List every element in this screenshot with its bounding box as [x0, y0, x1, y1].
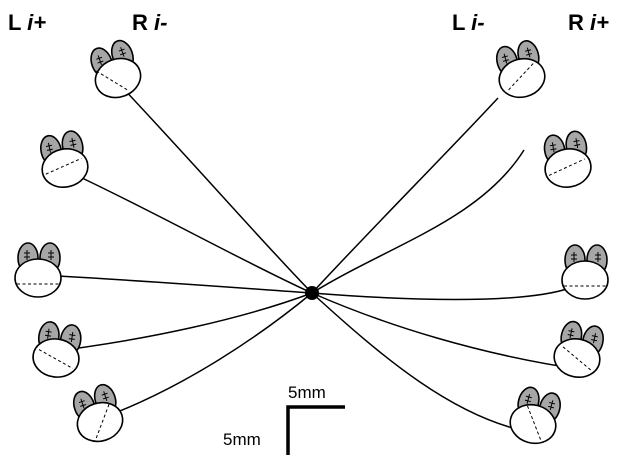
trajectory-trace [81, 177, 313, 294]
scale-bar-vertical-label: 5mm [223, 430, 261, 449]
animal-head-icon [561, 244, 609, 300]
trajectory-trace [39, 274, 313, 294]
trajectory-trace [311, 292, 536, 434]
start-point [305, 286, 319, 300]
animal-head-icon [543, 130, 592, 188]
animal-head-icon [14, 242, 62, 298]
animal-head-icon [39, 130, 89, 188]
scale-bar-lines [286, 405, 345, 455]
scale-bar-horizontal-label: 5mm [288, 383, 326, 402]
label-left-group-second: R i- [132, 10, 167, 35]
scale-bar: 5mm 5mm [223, 383, 345, 455]
trajectory-trace [311, 287, 571, 301]
animal-head-icon [495, 40, 546, 99]
trajectory-trace [311, 292, 586, 371]
animal-head-icon [509, 386, 561, 445]
label-right-group-first: L i- [452, 10, 485, 35]
trajectory-trace [119, 84, 313, 294]
animal-head-icon [32, 321, 82, 378]
trajectory-trace [39, 292, 313, 354]
label-right-group-second: R i+ [568, 10, 609, 35]
animal-head-icon [90, 39, 142, 99]
trajectory-trace [311, 149, 525, 294]
label-left-group-first: L i+ [8, 10, 46, 35]
trajectory-trace [114, 292, 313, 414]
animal-head-icon [72, 383, 124, 443]
trajectory-trace [311, 97, 499, 294]
animal-head-icon [553, 320, 604, 378]
